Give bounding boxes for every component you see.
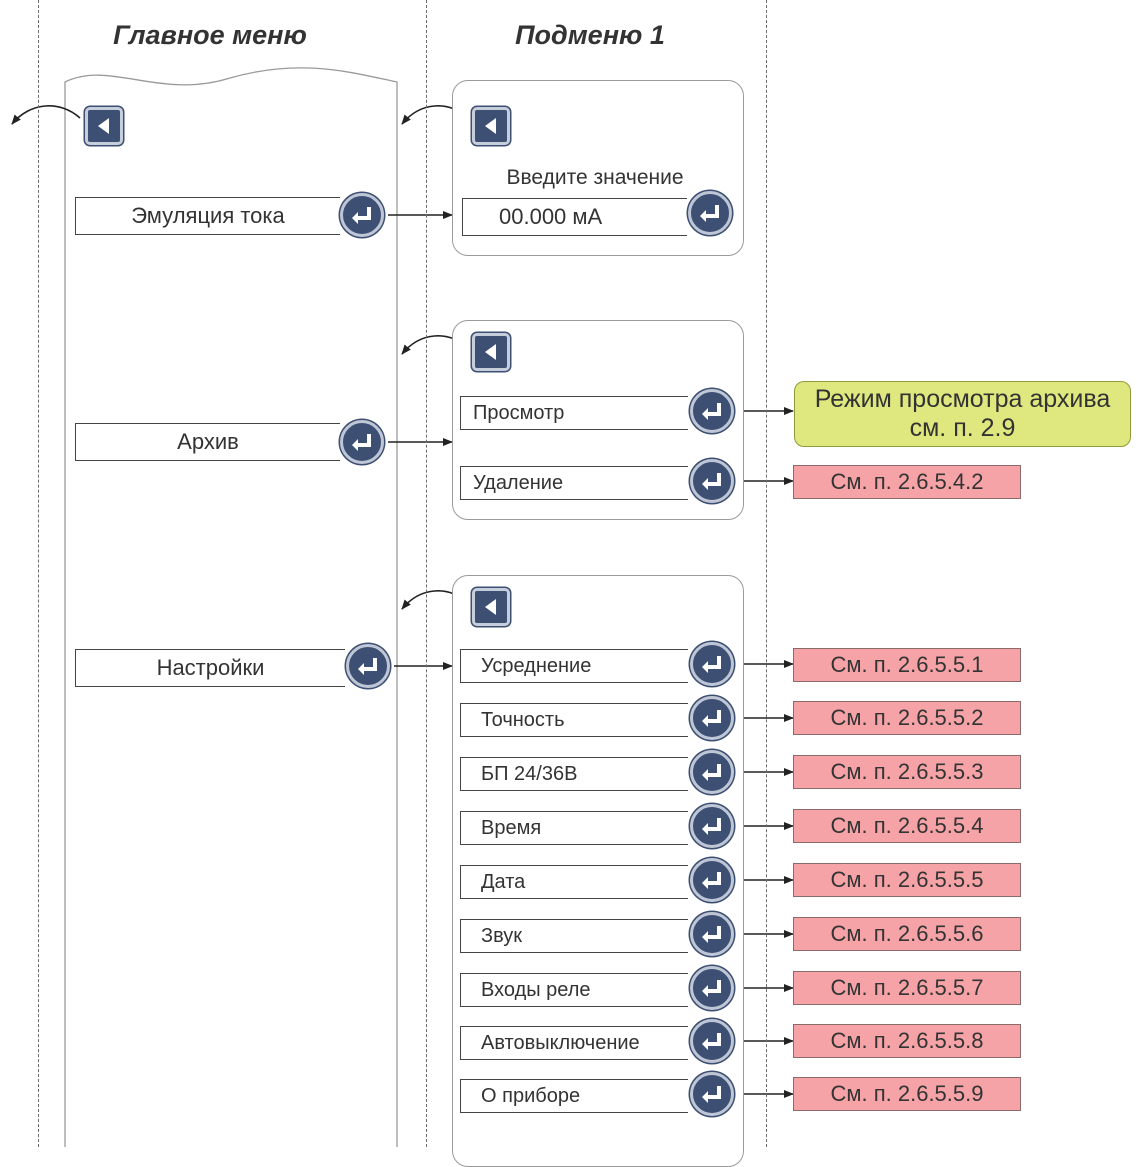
back-button[interactable] bbox=[472, 588, 510, 626]
enter-return-icon bbox=[702, 403, 721, 420]
enter-return-icon bbox=[702, 926, 721, 943]
enter-return-icon bbox=[702, 818, 721, 835]
enter-button[interactable] bbox=[690, 642, 734, 686]
enter-return-icon bbox=[358, 658, 377, 675]
enter-button[interactable] bbox=[690, 858, 734, 902]
enter-button[interactable] bbox=[690, 750, 734, 794]
enter-button[interactable] bbox=[690, 966, 734, 1010]
reference-box: См. п. 2.6.5.4.2 bbox=[793, 465, 1021, 499]
menu-item-archive[interactable]: Архив bbox=[75, 423, 340, 461]
reference-box: См. п. 2.6.5.5.9 bbox=[793, 1077, 1021, 1111]
menu-item-label: Настройки bbox=[156, 655, 265, 680]
submenu-item-label: Дата bbox=[481, 870, 526, 893]
submenu-item-label: БП 24/36В bbox=[481, 762, 578, 785]
enter-button[interactable] bbox=[690, 696, 734, 740]
enter-return-icon bbox=[702, 980, 721, 997]
reference-box: См. п. 2.6.5.5.4 bbox=[793, 809, 1021, 843]
column-separator bbox=[766, 0, 767, 1147]
submenu-item-relay-inputs[interactable]: Входы реле bbox=[460, 973, 688, 1007]
submenu-item-label: Усреднение bbox=[481, 654, 592, 677]
column-separator bbox=[426, 0, 427, 1147]
enter-button[interactable] bbox=[340, 420, 384, 464]
enter-button[interactable] bbox=[340, 193, 384, 237]
settings-arrows bbox=[738, 660, 794, 1098]
submenu-item-view[interactable]: Просмотр bbox=[460, 396, 688, 430]
menu-item-current-emulation[interactable]: Эмуляция тока bbox=[75, 197, 340, 235]
enter-button[interactable] bbox=[690, 912, 734, 956]
submenu-title: Подменю 1 bbox=[515, 20, 665, 50]
menu-item-label: Эмуляция тока bbox=[131, 203, 285, 228]
current-value-field[interactable]: 00.000 мА bbox=[462, 198, 687, 236]
input-prompt: Введите значение bbox=[506, 166, 684, 189]
submenu-item-label: Звук bbox=[481, 924, 523, 947]
archive-view-note: Режим просмотра архива см. п. 2.9 bbox=[794, 381, 1131, 447]
submenu-item-label: Точность bbox=[481, 708, 565, 731]
enter-return-icon bbox=[702, 473, 721, 490]
submenu-item-power-supply[interactable]: БП 24/36В bbox=[460, 757, 688, 791]
back-arrow-main bbox=[11, 105, 81, 125]
back-triangle-icon bbox=[485, 599, 496, 615]
enter-return-icon bbox=[702, 710, 721, 727]
enter-return-icon bbox=[702, 764, 721, 781]
enter-button[interactable] bbox=[690, 1072, 734, 1116]
submenu-item-label: О приборе bbox=[481, 1084, 581, 1107]
enter-button[interactable] bbox=[346, 644, 390, 688]
submenu-item-label: Входы реле bbox=[481, 978, 591, 1001]
submenu-item-about[interactable]: О приборе bbox=[460, 1079, 688, 1113]
enter-button[interactable] bbox=[690, 1019, 734, 1063]
enter-button[interactable] bbox=[688, 191, 732, 235]
enter-return-icon bbox=[700, 205, 719, 222]
back-button[interactable] bbox=[472, 333, 510, 371]
enter-return-icon bbox=[702, 656, 721, 673]
enter-return-icon bbox=[352, 207, 371, 224]
reference-box: См. п. 2.6.5.5.3 bbox=[793, 755, 1021, 789]
archive-view-line2: см. п. 2.9 bbox=[909, 414, 1016, 442]
submenu-item-label: Автовыключение bbox=[481, 1031, 640, 1054]
back-triangle-icon bbox=[98, 118, 109, 134]
submenu-item-label: Удаление bbox=[473, 471, 564, 494]
submenu-item-label: Просмотр bbox=[473, 401, 565, 424]
reference-box: См. п. 2.6.5.5.2 bbox=[793, 701, 1021, 735]
main-menu-title: Главное меню bbox=[113, 20, 307, 50]
reference-box: См. п. 2.6.5.5.5 bbox=[793, 863, 1021, 897]
menu-item-settings[interactable]: Настройки bbox=[75, 649, 345, 687]
submenu-item-auto-off[interactable]: Автовыключение bbox=[460, 1026, 688, 1060]
back-triangle-icon bbox=[485, 118, 496, 134]
current-value: 00.000 мА bbox=[499, 204, 603, 229]
enter-return-icon bbox=[702, 872, 721, 889]
reference-box: См. п. 2.6.5.5.8 bbox=[793, 1024, 1021, 1058]
reference-box: См. п. 2.6.5.5.7 bbox=[793, 971, 1021, 1005]
back-button[interactable] bbox=[472, 107, 510, 145]
submenu-item-date[interactable]: Дата bbox=[460, 865, 688, 899]
column-separator bbox=[38, 0, 39, 1147]
submenu-item-label: Время bbox=[481, 816, 542, 839]
submenu-item-time[interactable]: Время bbox=[460, 811, 688, 845]
enter-return-icon bbox=[702, 1086, 721, 1103]
enter-return-icon bbox=[352, 434, 371, 451]
enter-button[interactable] bbox=[690, 804, 734, 848]
back-triangle-icon bbox=[485, 344, 496, 360]
submenu-item-precision[interactable]: Точность bbox=[460, 703, 688, 737]
reference-box: См. п. 2.6.5.5.1 bbox=[793, 648, 1021, 682]
enter-button[interactable] bbox=[690, 389, 734, 433]
enter-return-icon bbox=[702, 1033, 721, 1050]
main-menu-column-outline bbox=[64, 67, 398, 1147]
submenu-item-delete[interactable]: Удаление bbox=[460, 466, 688, 500]
reference-box: См. п. 2.6.5.5.6 bbox=[793, 917, 1021, 951]
submenu-item-averaging[interactable]: Усреднение bbox=[460, 649, 688, 683]
menu-item-label: Архив bbox=[177, 429, 239, 454]
enter-button[interactable] bbox=[690, 459, 734, 503]
back-button[interactable] bbox=[85, 107, 123, 145]
submenu-item-sound[interactable]: Звук bbox=[460, 919, 688, 953]
archive-view-line1: Режим просмотра архива bbox=[814, 385, 1111, 413]
